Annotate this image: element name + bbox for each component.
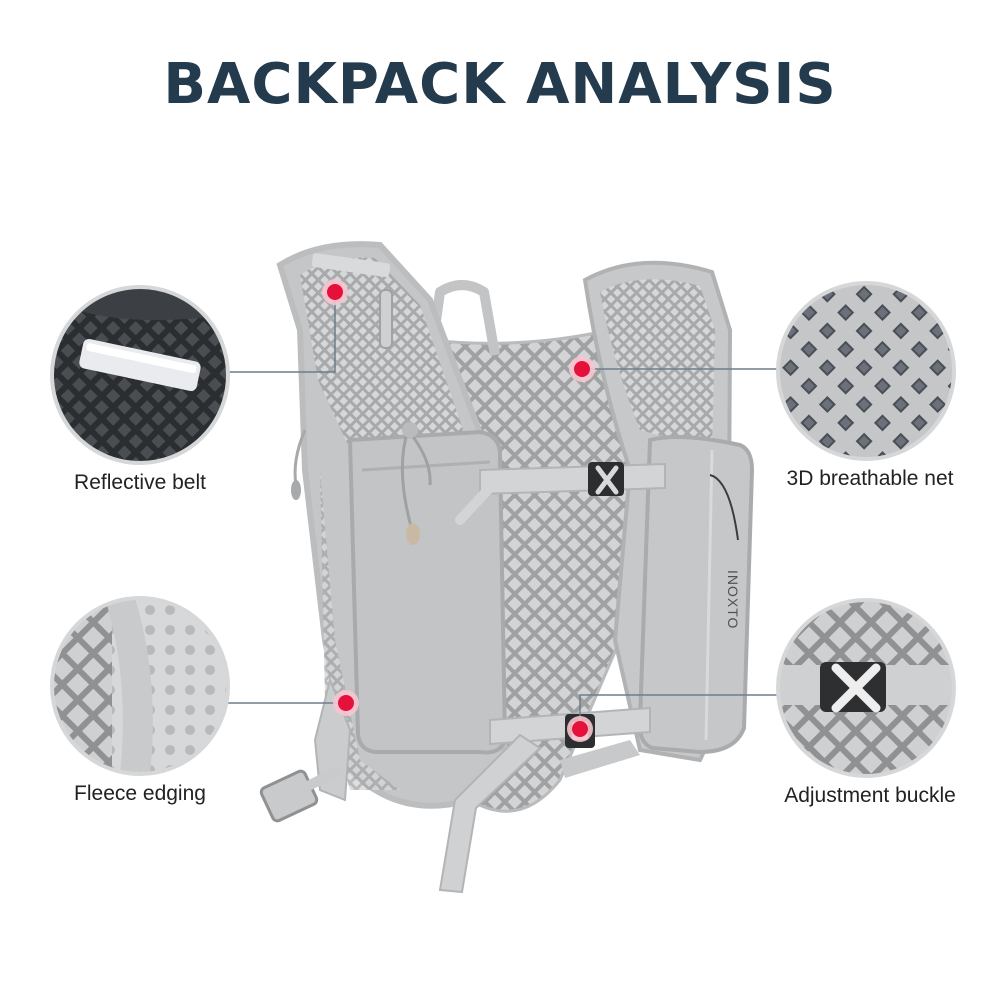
hotspot-markers <box>322 279 595 742</box>
detail-circle-fleece-edging <box>50 596 230 776</box>
right-front-pocket <box>637 434 755 755</box>
caption-reflective-belt: Reflective belt <box>74 471 206 494</box>
detail-circle-reflective-belt <box>50 285 230 465</box>
hotspot-marker-icon <box>569 356 595 382</box>
page-title: BACKPACK ANALYSIS <box>163 52 837 117</box>
reflective-stripe <box>311 253 391 278</box>
caption-breathable-net: 3D breathable net <box>786 467 954 490</box>
top-handle-loop <box>427 280 500 356</box>
leader-line-reflective <box>228 292 336 373</box>
cord-toggle <box>406 523 420 545</box>
leader-lines <box>228 292 778 726</box>
hotspot-marker-icon <box>322 279 348 305</box>
caption-fleece-edging: Fleece edging <box>74 782 206 805</box>
leader-line-buckle <box>579 694 778 726</box>
brand-text: INOXTO <box>725 570 741 629</box>
top-chest-strap <box>455 462 666 525</box>
caption-adjustment-buckle: Adjustment buckle <box>784 784 956 807</box>
detail-circle-breathable-net <box>776 281 956 461</box>
backpack-vest: INOXTO <box>259 241 755 894</box>
detail-circle-adjustment-buckle <box>776 598 956 778</box>
hotspot-marker-icon <box>567 716 593 742</box>
hotspot-marker-icon <box>333 690 359 716</box>
